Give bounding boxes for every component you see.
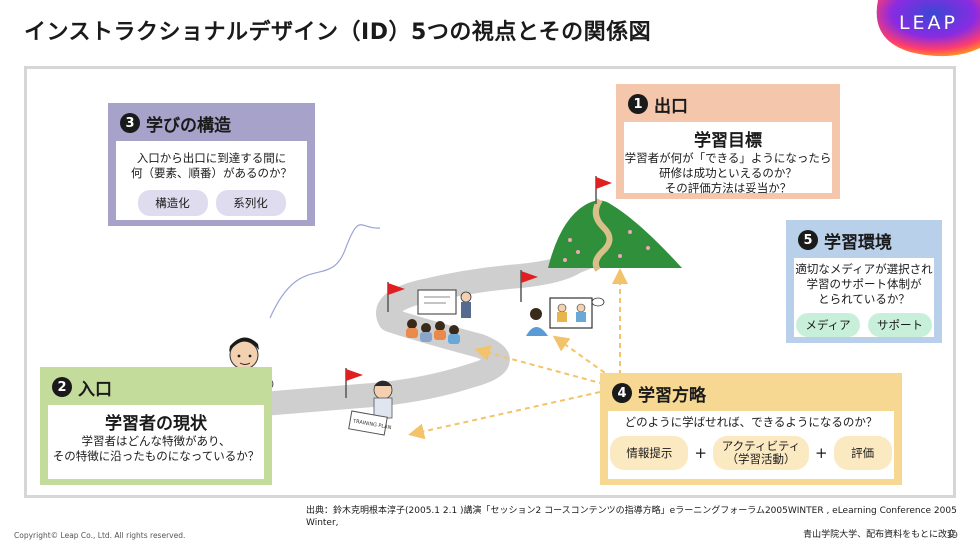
activity-pill: アクティビティ （学習活動） xyxy=(713,436,809,470)
mountain-path xyxy=(592,198,613,272)
learning-strategy-box: 4 学習方略 どのように学ばせれば、できるようになるのか？ 情報提示 + アクテ… xyxy=(600,373,902,485)
box-title: 入口 xyxy=(78,379,112,400)
box-text: 学習者が何が「できる」ようになったら xyxy=(624,151,832,165)
number-badge: 5 xyxy=(798,230,818,250)
students-icon xyxy=(406,319,460,344)
box-title: 学習方略 xyxy=(638,385,706,406)
box-heading: 学習目標 xyxy=(694,131,762,151)
box-title: 出口 xyxy=(654,96,688,117)
number-badge: 2 xyxy=(52,377,72,397)
instructor-icon xyxy=(460,291,472,318)
exit-box: 1 出口 学習目標 学習者が何が「できる」ようになったら 研修は成功といえるのか… xyxy=(616,84,840,199)
box-text: その評価方法は妥当か？ xyxy=(664,181,792,195)
structuring-pill: 構造化 xyxy=(137,190,208,216)
source-citation: 出典：鈴木克明根本淳子(2005.1 2.1 )講演「セッション2 コースコンテ… xyxy=(306,506,957,540)
page-title: インストラクショナルデザイン（ID）5つの視点とその関係図 xyxy=(24,20,652,45)
box-text: 入口から出口に到達する間に xyxy=(136,151,287,165)
learning-environment-box: 5 学習環境 適切なメディアが選択され 学習のサポート体制が とられているか？ … xyxy=(786,220,942,343)
mountain-icon xyxy=(548,200,682,268)
learning-road xyxy=(250,240,612,416)
leap-logo: LEAP xyxy=(850,0,980,60)
plus-sign: + xyxy=(815,444,828,462)
flag-icon xyxy=(595,176,612,204)
box-text: 学習者はどんな特徴があり、 xyxy=(81,434,231,448)
box-title: 学びの構造 xyxy=(146,115,231,136)
flag-icon xyxy=(345,368,363,398)
number-badge: 4 xyxy=(612,383,632,403)
learning-structure-box: 3 学びの構造 入口から出口に到達する間に 何（要素、順番）があるのか？ 構造化… xyxy=(108,103,315,226)
strategy-arrows xyxy=(408,268,628,440)
video-conference-icon xyxy=(526,297,605,336)
flag-icon xyxy=(520,270,538,302)
box-heading: 学習者の現状 xyxy=(105,414,207,434)
box-text: とられているか？ xyxy=(818,292,910,306)
box-text: 研修は成功といえるのか？ xyxy=(659,166,797,180)
wavy-connector xyxy=(269,224,381,319)
plus-sign: + xyxy=(694,444,707,462)
box-text: 学習のサポート体制が xyxy=(806,277,922,291)
box-text: 適切なメディアが選択され xyxy=(795,262,933,276)
entrance-box: 2 入口 学習者の現状 学習者はどんな特徴があり、 その特徴に沿ったものになって… xyxy=(40,367,272,485)
sequencing-pill: 系列化 xyxy=(215,190,286,216)
number-badge: 1 xyxy=(628,94,648,114)
flag-icon xyxy=(387,282,405,312)
number-badge: 3 xyxy=(120,113,140,133)
media-pill: メディア xyxy=(796,313,860,337)
box-title: 学習環境 xyxy=(824,232,892,253)
box-text: その特徴に沿ったものになっているか？ xyxy=(52,449,260,463)
box-text: 何（要素、順番）があるのか？ xyxy=(131,166,292,180)
copyright: Copyright© Leap Co., Ltd. All rights res… xyxy=(14,531,186,540)
whiteboard-icon xyxy=(417,289,457,315)
box-text: どのように学ばせれば、できるようになるのか？ xyxy=(624,415,878,429)
information-presentation-pill: 情報提示 xyxy=(610,436,689,470)
evaluation-pill: 評価 xyxy=(833,436,892,470)
support-pill: サポート xyxy=(868,313,932,337)
logo-text: LEAP xyxy=(898,12,958,34)
page-number: 19 xyxy=(946,531,958,541)
planner-icon: TRAINING PLAN xyxy=(348,380,393,436)
